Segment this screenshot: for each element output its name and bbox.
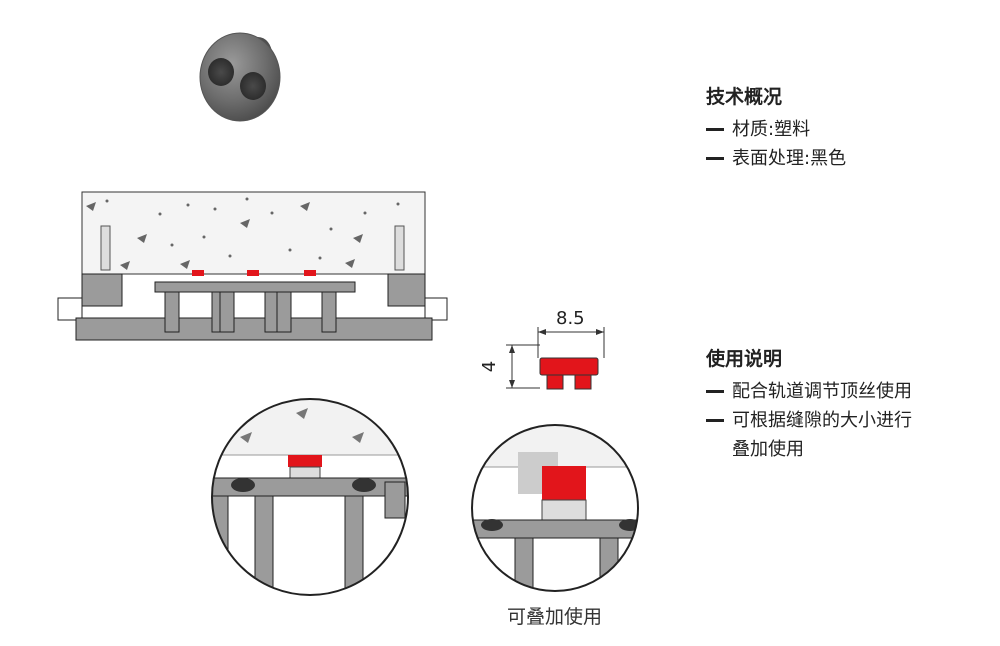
cross-section-drawing — [57, 191, 448, 341]
caption: 可叠加使用 — [507, 606, 603, 628]
usage-instructions: 使用说明 配合轨道调节顶丝使用 可根据缝隙的大小进行 叠加使用 — [706, 344, 986, 464]
dash-icon — [706, 128, 724, 131]
usage-item: 可根据缝隙的大小进行 — [706, 406, 986, 435]
dim-height-label: 4 — [479, 360, 501, 373]
technical-overview: 技术概况 材质:塑料 表面处理:黑色 — [706, 82, 986, 173]
dimension-drawing — [506, 327, 605, 390]
usage-item: 配合轨道调节顶丝使用 — [706, 377, 986, 406]
technical-item-text: 材质:塑料 — [732, 119, 811, 140]
usage-title: 使用说明 — [706, 348, 783, 370]
dash-icon — [706, 157, 724, 160]
dash-icon — [706, 419, 724, 422]
dim-width-label: 8.5 — [556, 308, 585, 329]
technical-title: 技术概况 — [706, 86, 783, 108]
technical-item-text: 表面处理:黑色 — [732, 148, 847, 169]
usage-item-text: 配合轨道调节顶丝使用 — [732, 381, 912, 402]
detail-circle-left — [211, 398, 409, 596]
technical-item: 材质:塑料 — [706, 115, 986, 144]
technical-item: 表面处理:黑色 — [706, 144, 986, 173]
usage-item-text: 叠加使用 — [732, 439, 804, 460]
dash-icon — [706, 390, 724, 393]
detail-circle-right — [471, 424, 639, 592]
usage-item-text: 可根据缝隙的大小进行 — [732, 410, 912, 431]
usage-item: 叠加使用 — [706, 435, 986, 464]
spacer-part-icon — [199, 32, 281, 122]
